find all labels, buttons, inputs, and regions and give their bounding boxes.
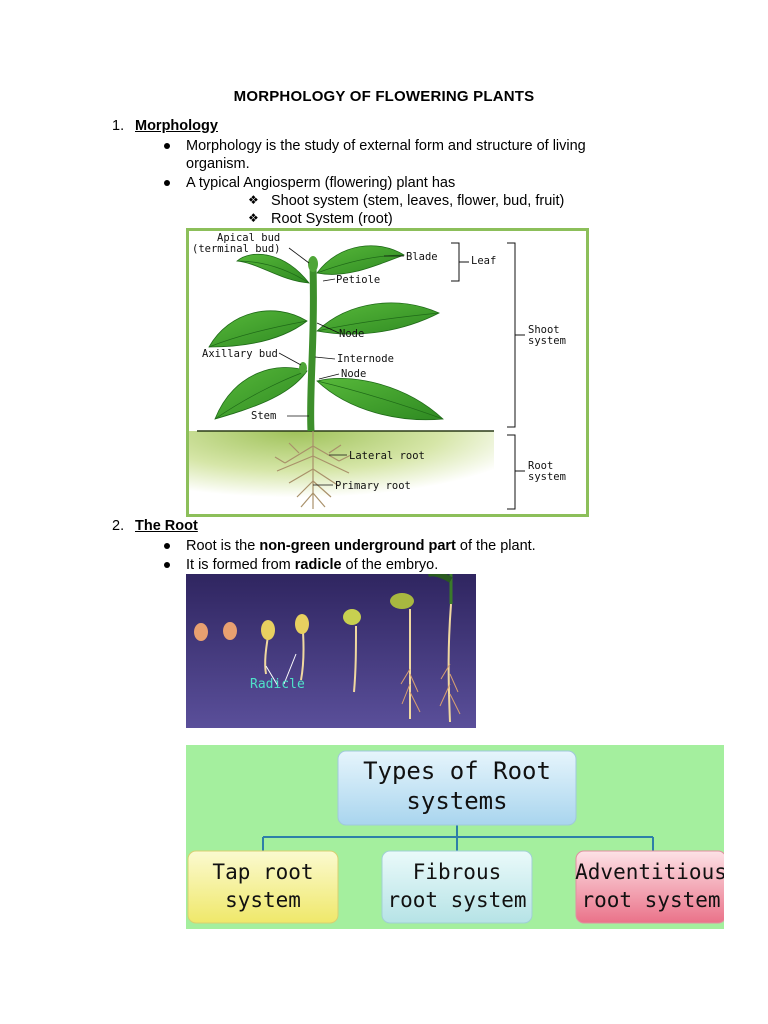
types-of-root-line2: systems — [406, 787, 507, 815]
radicle-pointer-lines — [265, 653, 297, 687]
connector-lines — [262, 825, 654, 851]
bullet-icon — [164, 180, 170, 186]
label-node-lower: Node — [341, 368, 366, 380]
label-root-1: Root — [528, 460, 553, 472]
label-apical-bud: Apical bud — [217, 232, 280, 244]
seed-5 — [343, 609, 361, 625]
seed-4 — [295, 614, 309, 634]
label-lateral-root: Lateral root — [349, 450, 425, 462]
label-stem: Stem — [251, 410, 276, 422]
bullet-icon — [164, 543, 170, 549]
diamond-bullet-icon: ❖ — [248, 193, 259, 207]
diagram-labels: Apical bud (terminal bud) Blade Leaf Pet… — [192, 232, 566, 492]
label-internode: Internode — [337, 353, 394, 365]
angiosperm-statement: A typical Angiosperm (flowering) plant h… — [186, 175, 456, 191]
root-origin: It is formed from radicle of the embryo. — [186, 557, 439, 573]
label-node-upper: Node — [339, 328, 364, 340]
fibrous-root-line2: root system — [387, 888, 526, 912]
leaf-veins — [208, 254, 444, 420]
plant-diagram: Apical bud (terminal bud) Blade Leaf Pet… — [186, 228, 589, 517]
bullet-icon — [164, 143, 170, 149]
root-system-item: Root System (root) — [271, 211, 393, 227]
tap-root-line2: system — [225, 888, 301, 912]
seed-2 — [223, 622, 237, 640]
morphology-definition-line2: organism. — [186, 156, 250, 172]
stem-shape — [307, 265, 317, 432]
axillary-bud — [299, 362, 307, 374]
root-types-chart: Types of Root systems Tap root system Fi… — [186, 745, 724, 929]
tap-root-box — [187, 850, 339, 924]
shoot-system-item: Shoot system (stem, leaves, flower, bud,… — [271, 193, 565, 209]
section-number-1: 1. — [112, 118, 125, 134]
pointer-lines — [278, 247, 404, 486]
seed-3 — [261, 620, 275, 640]
label-shoot-2: system — [528, 335, 566, 347]
fibrous-root-box — [381, 850, 533, 924]
label-axillary-bud: Axillary bud — [202, 348, 278, 360]
adventitious-root-line2: root system — [581, 888, 720, 912]
label-primary-root: Primary root — [335, 480, 411, 492]
root-structure — [274, 431, 352, 509]
diamond-bullet-icon: ❖ — [248, 211, 259, 225]
label-root-2: system — [528, 471, 566, 483]
adventitious-root-box — [575, 850, 724, 924]
section-heading-morphology: Morphology — [135, 118, 218, 134]
leaves — [208, 245, 444, 421]
seed-1 — [194, 623, 208, 641]
label-leaf: Leaf — [471, 255, 496, 267]
types-of-root-box — [337, 750, 577, 826]
label-petiole: Petiole — [336, 274, 380, 286]
section-number-2: 2. — [112, 518, 125, 534]
page-title: MORPHOLOGY OF FLOWERING PLANTS — [233, 88, 535, 105]
tap-root-line1: Tap root — [212, 860, 313, 884]
label-terminal-bud: (terminal bud) — [192, 243, 281, 255]
bullet-icon — [164, 562, 170, 568]
morphology-definition-line1: Morphology is the study of external form… — [186, 138, 586, 154]
radicle-label: Radicle — [250, 677, 305, 692]
apical-bud — [308, 256, 318, 272]
bracket-lines — [451, 242, 525, 510]
seedling-6 — [390, 593, 414, 609]
germination-photo: Radicle — [186, 574, 476, 728]
label-blade: Blade — [406, 251, 438, 263]
root-definition: Root is the non-green underground part o… — [186, 538, 536, 554]
soil-area — [189, 431, 494, 514]
fibrous-root-line1: Fibrous — [413, 860, 502, 884]
label-shoot-1: Shoot — [528, 324, 560, 336]
section-heading-root: The Root — [135, 518, 198, 534]
types-of-root-line1: Types of Root — [363, 757, 551, 785]
adventitious-root-line1: Adventitious — [575, 860, 724, 884]
